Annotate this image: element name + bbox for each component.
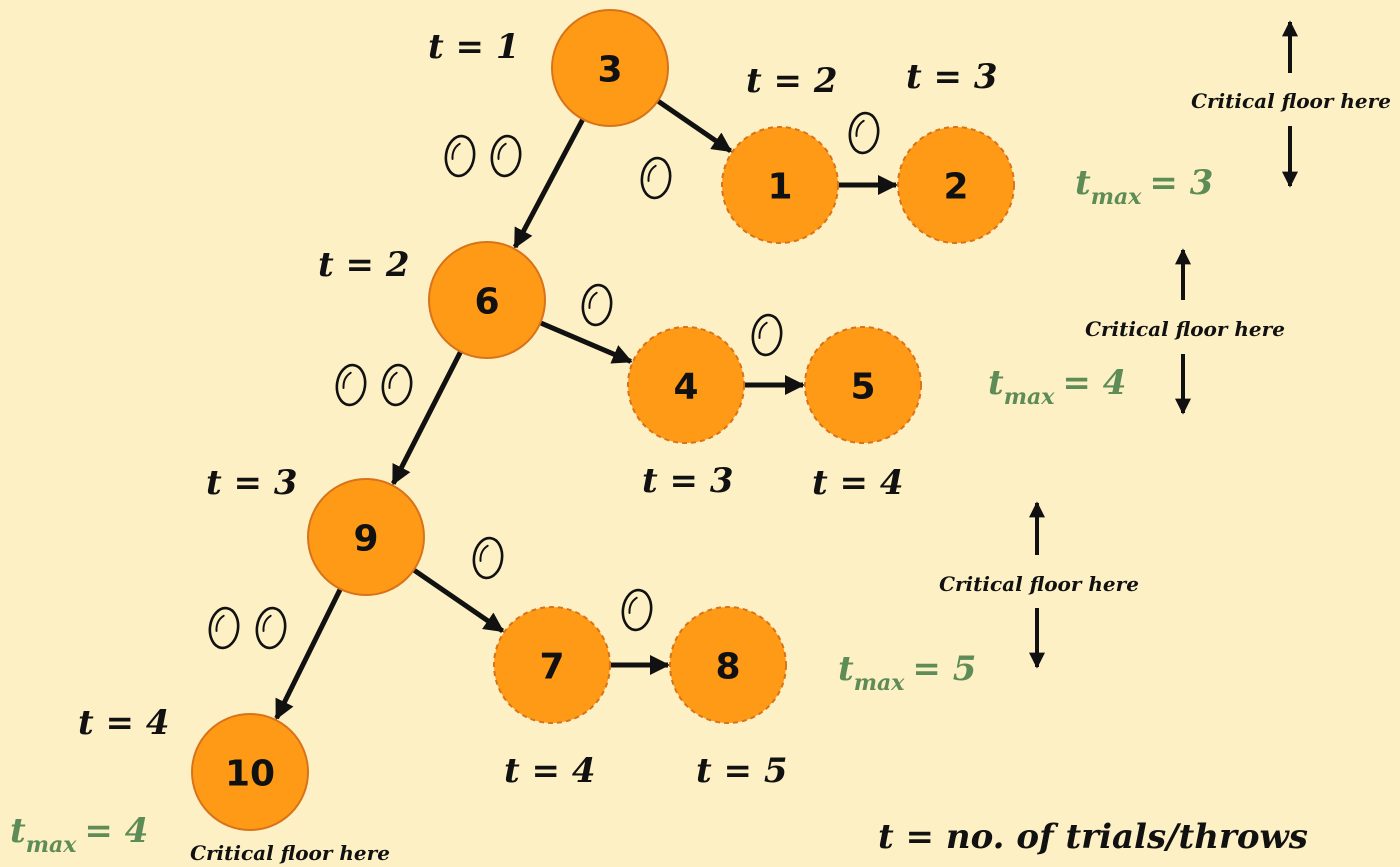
trial-label: t = 2 xyxy=(318,245,410,285)
node-label: 2 xyxy=(943,167,968,208)
trial-label: t = 4 xyxy=(504,751,596,791)
edge-n6-n9 xyxy=(391,350,463,486)
tmax-subscript: max xyxy=(1004,384,1056,410)
tmax-subscript: max xyxy=(1091,184,1143,210)
node-circle xyxy=(307,478,425,596)
edge-n9-n7 xyxy=(412,567,505,634)
tmax-label: tmax= 4 xyxy=(10,811,148,858)
edge-n3-n1 xyxy=(656,98,733,154)
node-9: 9 xyxy=(307,478,425,596)
critical-floor-label: Critical floor here xyxy=(939,572,1139,596)
tmax-label: tmax= 4 xyxy=(988,363,1126,410)
edge-n6-n4 xyxy=(539,320,633,364)
node-circle xyxy=(428,241,546,359)
node-circle xyxy=(493,606,611,724)
egg-icon xyxy=(255,606,287,650)
node-2: 2 xyxy=(897,126,1015,244)
egg-icon xyxy=(848,111,880,155)
trial-label: t = 4 xyxy=(812,463,904,503)
tmax-value: = 3 xyxy=(1149,163,1213,203)
tmax-value: = 5 xyxy=(912,649,976,689)
node-circle xyxy=(669,606,787,724)
node-label: 1 xyxy=(767,167,792,208)
critical-floor-label: Critical floor here xyxy=(1085,317,1285,341)
node-label: 10 xyxy=(225,754,275,795)
edge-n9-n10 xyxy=(274,587,343,720)
trial-label: t = 5 xyxy=(696,751,788,791)
egg-icon xyxy=(208,606,240,650)
tmax-subscript: max xyxy=(854,670,906,696)
tmax-base: t xyxy=(988,363,1004,403)
trial-label: t = 4 xyxy=(78,703,170,743)
node-5: 5 xyxy=(804,326,922,444)
tmax-subscript: max xyxy=(26,832,78,858)
nodes-layer: 3 1 2 6 4 5 9 7 8 10 xyxy=(191,9,1015,831)
legend-text: t = no. of trials/throws xyxy=(878,817,1308,857)
egg-icon xyxy=(751,313,783,357)
egg-icon xyxy=(335,363,367,407)
node-6: 6 xyxy=(428,241,546,359)
egg-icon xyxy=(472,536,504,580)
labels-layer: t = 1 t = 2 t = 3 t = 2 t = 3 t = 4 t = 3 t = 4… xyxy=(10,27,1213,858)
trial-label: t = 3 xyxy=(906,57,998,97)
node-8: 8 xyxy=(669,606,787,724)
tmax-base: t xyxy=(838,649,854,689)
node-circle xyxy=(191,713,309,831)
tmax-value: = 4 xyxy=(1062,363,1126,403)
node-circle xyxy=(627,326,745,444)
node-label: 3 xyxy=(597,50,622,91)
egg-icon xyxy=(640,156,672,200)
tmax-label: tmax= 3 xyxy=(1075,163,1213,210)
node-1: 1 xyxy=(721,126,839,244)
trial-label: t = 2 xyxy=(746,61,838,101)
node-4: 4 xyxy=(627,326,745,444)
tmax-value: = 4 xyxy=(84,811,148,851)
tmax-base: t xyxy=(1075,163,1091,203)
egg-icon xyxy=(581,283,613,327)
tmax-base: t xyxy=(10,811,26,851)
node-label: 9 xyxy=(353,519,378,560)
node-label: 7 xyxy=(539,647,564,688)
node-3: 3 xyxy=(551,9,669,127)
egg-icon xyxy=(381,363,413,407)
edges-layer xyxy=(274,98,898,720)
node-circle xyxy=(897,126,1015,244)
node-label: 8 xyxy=(715,647,740,688)
egg-icon xyxy=(621,588,653,632)
node-label: 6 xyxy=(474,282,499,323)
critical-floor-label: Critical floor here xyxy=(190,841,390,865)
edge-n3-n6 xyxy=(512,118,586,249)
node-circle xyxy=(551,9,669,127)
tmax-label: tmax= 5 xyxy=(838,649,976,696)
egg-icon xyxy=(444,134,476,178)
egg-icon xyxy=(490,134,522,178)
trial-label: t = 3 xyxy=(642,461,734,501)
node-circle xyxy=(721,126,839,244)
node-label: 5 xyxy=(850,367,875,408)
node-circle xyxy=(804,326,922,444)
trial-label: t = 3 xyxy=(206,463,298,503)
node-label: 4 xyxy=(673,367,698,408)
trial-label: t = 1 xyxy=(428,27,520,67)
node-10: 10 xyxy=(191,713,309,831)
node-7: 7 xyxy=(493,606,611,724)
eggs-layer xyxy=(208,111,880,650)
critical-floor-label: Critical floor here xyxy=(1191,89,1391,113)
